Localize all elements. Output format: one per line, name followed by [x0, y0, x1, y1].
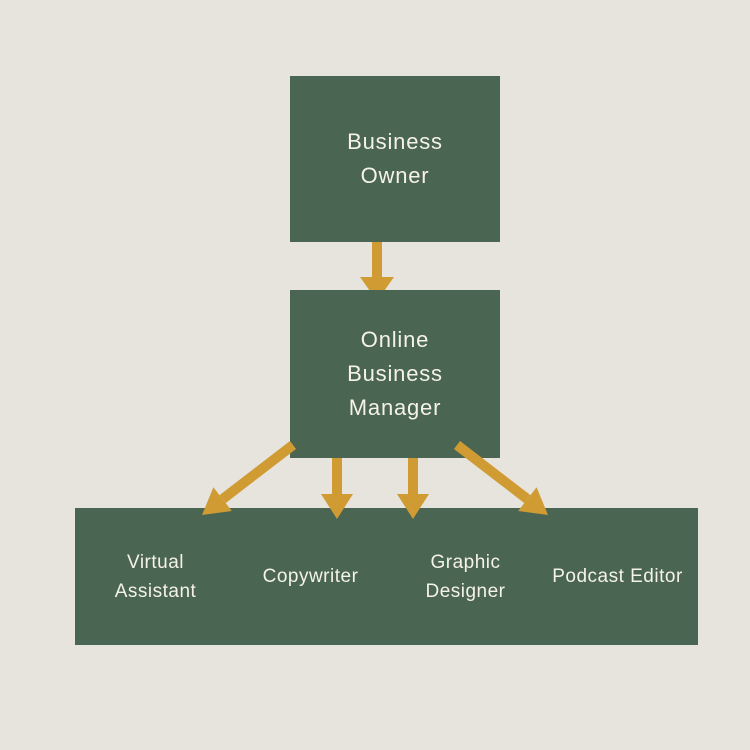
node-business-owner: Business Owner — [290, 76, 500, 242]
edge-stem — [408, 458, 418, 495]
edge-stem — [372, 242, 382, 280]
node-label: Business Owner — [347, 129, 443, 188]
node-copywriter: Copywriter — [230, 508, 391, 645]
node-label: Virtual Assistant — [114, 551, 197, 602]
node-label: Online Business Manager — [347, 327, 443, 420]
edge-stem — [219, 441, 297, 504]
node-virtual-assistant: Virtual Assistant — [75, 508, 236, 645]
node-label: Copywriter — [262, 566, 359, 587]
node-podcast-editor: Podcast Editor — [537, 508, 698, 645]
node-label: Podcast Editor — [552, 566, 683, 587]
node-label: Graphic Designer — [425, 551, 506, 602]
edge-manager-to-virtual-assistant — [202, 441, 297, 515]
edge-stem — [332, 458, 342, 495]
node-online-business-manager: Online Business Manager — [290, 290, 500, 458]
node-graphic-designer: Graphic Designer — [385, 508, 546, 645]
